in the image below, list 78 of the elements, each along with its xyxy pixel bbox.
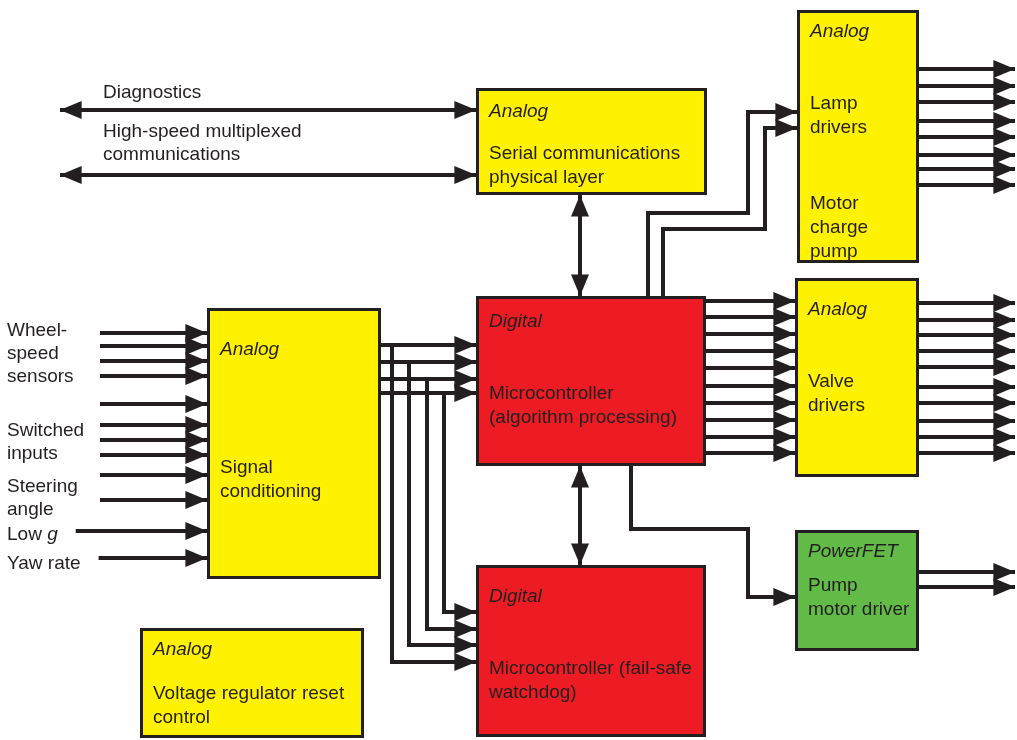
input-label: Wheel-speed sensors: [7, 318, 100, 388]
arrow: [919, 93, 1015, 111]
arrow: [919, 578, 1015, 596]
function-block: [476, 296, 706, 466]
input-label: Low g: [7, 522, 58, 548]
arrow: [571, 466, 589, 565]
block-heading: Digital: [489, 584, 543, 608]
arrow: [919, 394, 1015, 412]
block-text: Microcontroller (algorithm processing): [489, 381, 678, 429]
arrow: [919, 358, 1015, 376]
arrow: [100, 431, 207, 449]
arrow: [60, 101, 476, 119]
arrow: [100, 324, 207, 342]
block-heading: PowerFET: [808, 539, 900, 563]
arrow: [100, 491, 207, 509]
arrow: [919, 77, 1015, 95]
arrow: [571, 195, 589, 296]
arrow: [706, 359, 795, 377]
function-block: [795, 530, 919, 651]
block-text: Motor charge pump: [810, 191, 870, 263]
arrow: [919, 378, 1015, 396]
arrow: [100, 416, 207, 434]
block-text: Microcontroller (fail-safe watchdog): [489, 656, 693, 704]
block-text: Valve drivers: [808, 369, 866, 417]
arrow: [75, 522, 207, 540]
block-text: Voltage regulator reset control: [153, 681, 346, 729]
arrow: [646, 103, 797, 296]
arrow: [919, 428, 1015, 446]
arrow: [100, 395, 207, 413]
arrow: [919, 160, 1015, 178]
arrow: [706, 342, 795, 360]
arrow: [919, 342, 1015, 360]
block-heading: Analog: [220, 337, 281, 361]
block-text: Lamp drivers: [810, 91, 868, 139]
block-heading: Analog: [489, 99, 550, 123]
arrow: [98, 549, 207, 567]
input-label: Switched inputs: [7, 418, 100, 466]
arrow: [706, 325, 795, 343]
arrow: [706, 308, 795, 326]
arrow: [919, 311, 1015, 329]
block-heading: Analog: [808, 297, 869, 321]
block-heading: Analog: [810, 19, 871, 43]
block-heading: Digital: [489, 309, 543, 333]
arrow: [919, 444, 1015, 462]
arrow: [919, 112, 1015, 130]
arrow: [100, 367, 207, 385]
arrow: [919, 146, 1015, 164]
arrow: [919, 326, 1015, 344]
function-block: [207, 308, 381, 579]
arrow: [100, 352, 207, 370]
arrow: [706, 377, 795, 395]
block-text: Signal conditioning: [220, 455, 323, 503]
function-block: [797, 10, 919, 263]
arrow: [919, 294, 1015, 312]
arrow: [60, 166, 476, 184]
arrow: [706, 444, 795, 462]
arrow: [919, 412, 1015, 430]
arrow: [100, 337, 207, 355]
arrow: [919, 60, 1015, 78]
function-block: [476, 88, 707, 195]
arrow: [919, 176, 1015, 194]
arrow: [629, 466, 795, 606]
function-block: [140, 628, 364, 738]
arrow: [706, 428, 795, 446]
function-block: [795, 278, 919, 477]
arrow: [919, 563, 1015, 581]
arrow: [706, 411, 795, 429]
arrow: [661, 119, 797, 296]
arrow: [100, 446, 207, 464]
function-block: [476, 565, 706, 737]
block-text: Serial communications physical layer: [489, 141, 682, 189]
arrow: [706, 292, 795, 310]
block-text: Pump motor driver: [808, 573, 910, 621]
block-heading: Analog: [153, 637, 214, 661]
arrow: [100, 466, 207, 484]
arrow: [706, 394, 795, 412]
input-label: Yaw rate: [7, 551, 81, 575]
arrow: [919, 128, 1015, 146]
